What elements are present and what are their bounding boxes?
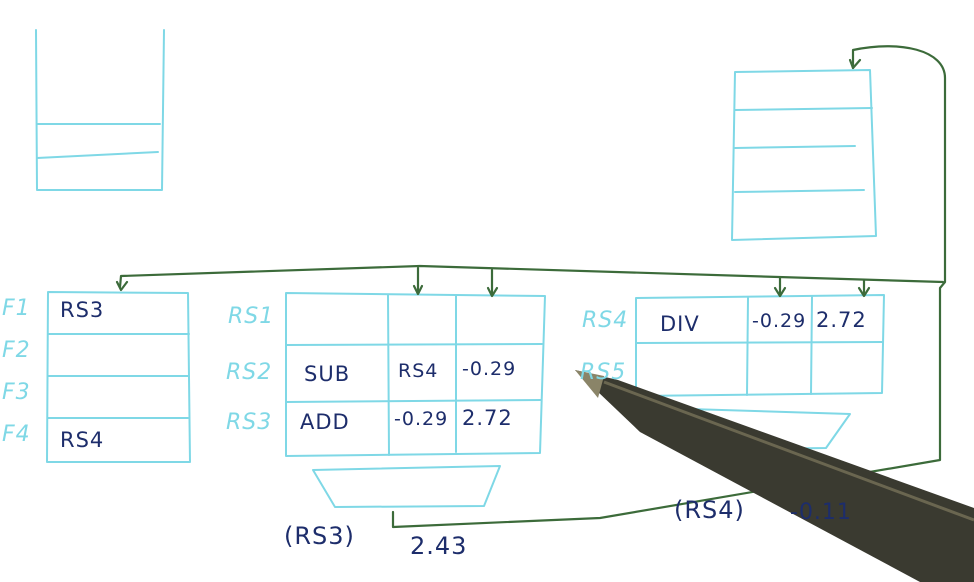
- rs-label-rs1: RS1: [228, 304, 275, 329]
- reg-label-f3: F3: [2, 380, 31, 405]
- rs-label-rs3: RS3: [226, 410, 273, 435]
- rs2-op: SUB: [304, 362, 351, 386]
- reg-entry-f4: RS4: [60, 428, 105, 452]
- rs4-v2: 2.72: [816, 308, 867, 332]
- reg-entry-f1: RS3: [60, 298, 105, 322]
- rs4-op: DIV: [660, 312, 700, 336]
- reg-label-f4: F4: [2, 422, 31, 447]
- broadcast-value-rs3: 2.43: [410, 532, 468, 560]
- add-reservation-station-table: [285, 292, 546, 457]
- register-file-table: [46, 291, 191, 463]
- load-buffer: [731, 69, 877, 241]
- rs4-v1: -0.29: [752, 310, 807, 332]
- mul-reservation-station-table: [635, 294, 885, 397]
- rs-label-rs4: RS4: [582, 308, 629, 333]
- pen: [575, 370, 974, 582]
- reg-label-f1: F1: [2, 296, 31, 321]
- reg-label-f2: F2: [2, 338, 31, 363]
- broadcast-tag-rs3: (RS3): [284, 522, 355, 550]
- rs3-v2: 2.72: [462, 406, 513, 430]
- rs3-op: ADD: [300, 410, 350, 434]
- rs-label-rs2: RS2: [226, 360, 273, 385]
- broadcast-value-rs4: -0.11: [790, 500, 852, 525]
- rs-label-rs5: RS5: [580, 360, 627, 385]
- rs2-v1: RS4: [398, 360, 439, 382]
- rs2-v2: -0.29: [462, 358, 517, 380]
- rs3-v1: -0.29: [394, 408, 449, 430]
- adder-unit: [312, 465, 501, 508]
- instruction-queue: [35, 29, 165, 191]
- broadcast-tag-rs4: (RS4): [674, 496, 745, 524]
